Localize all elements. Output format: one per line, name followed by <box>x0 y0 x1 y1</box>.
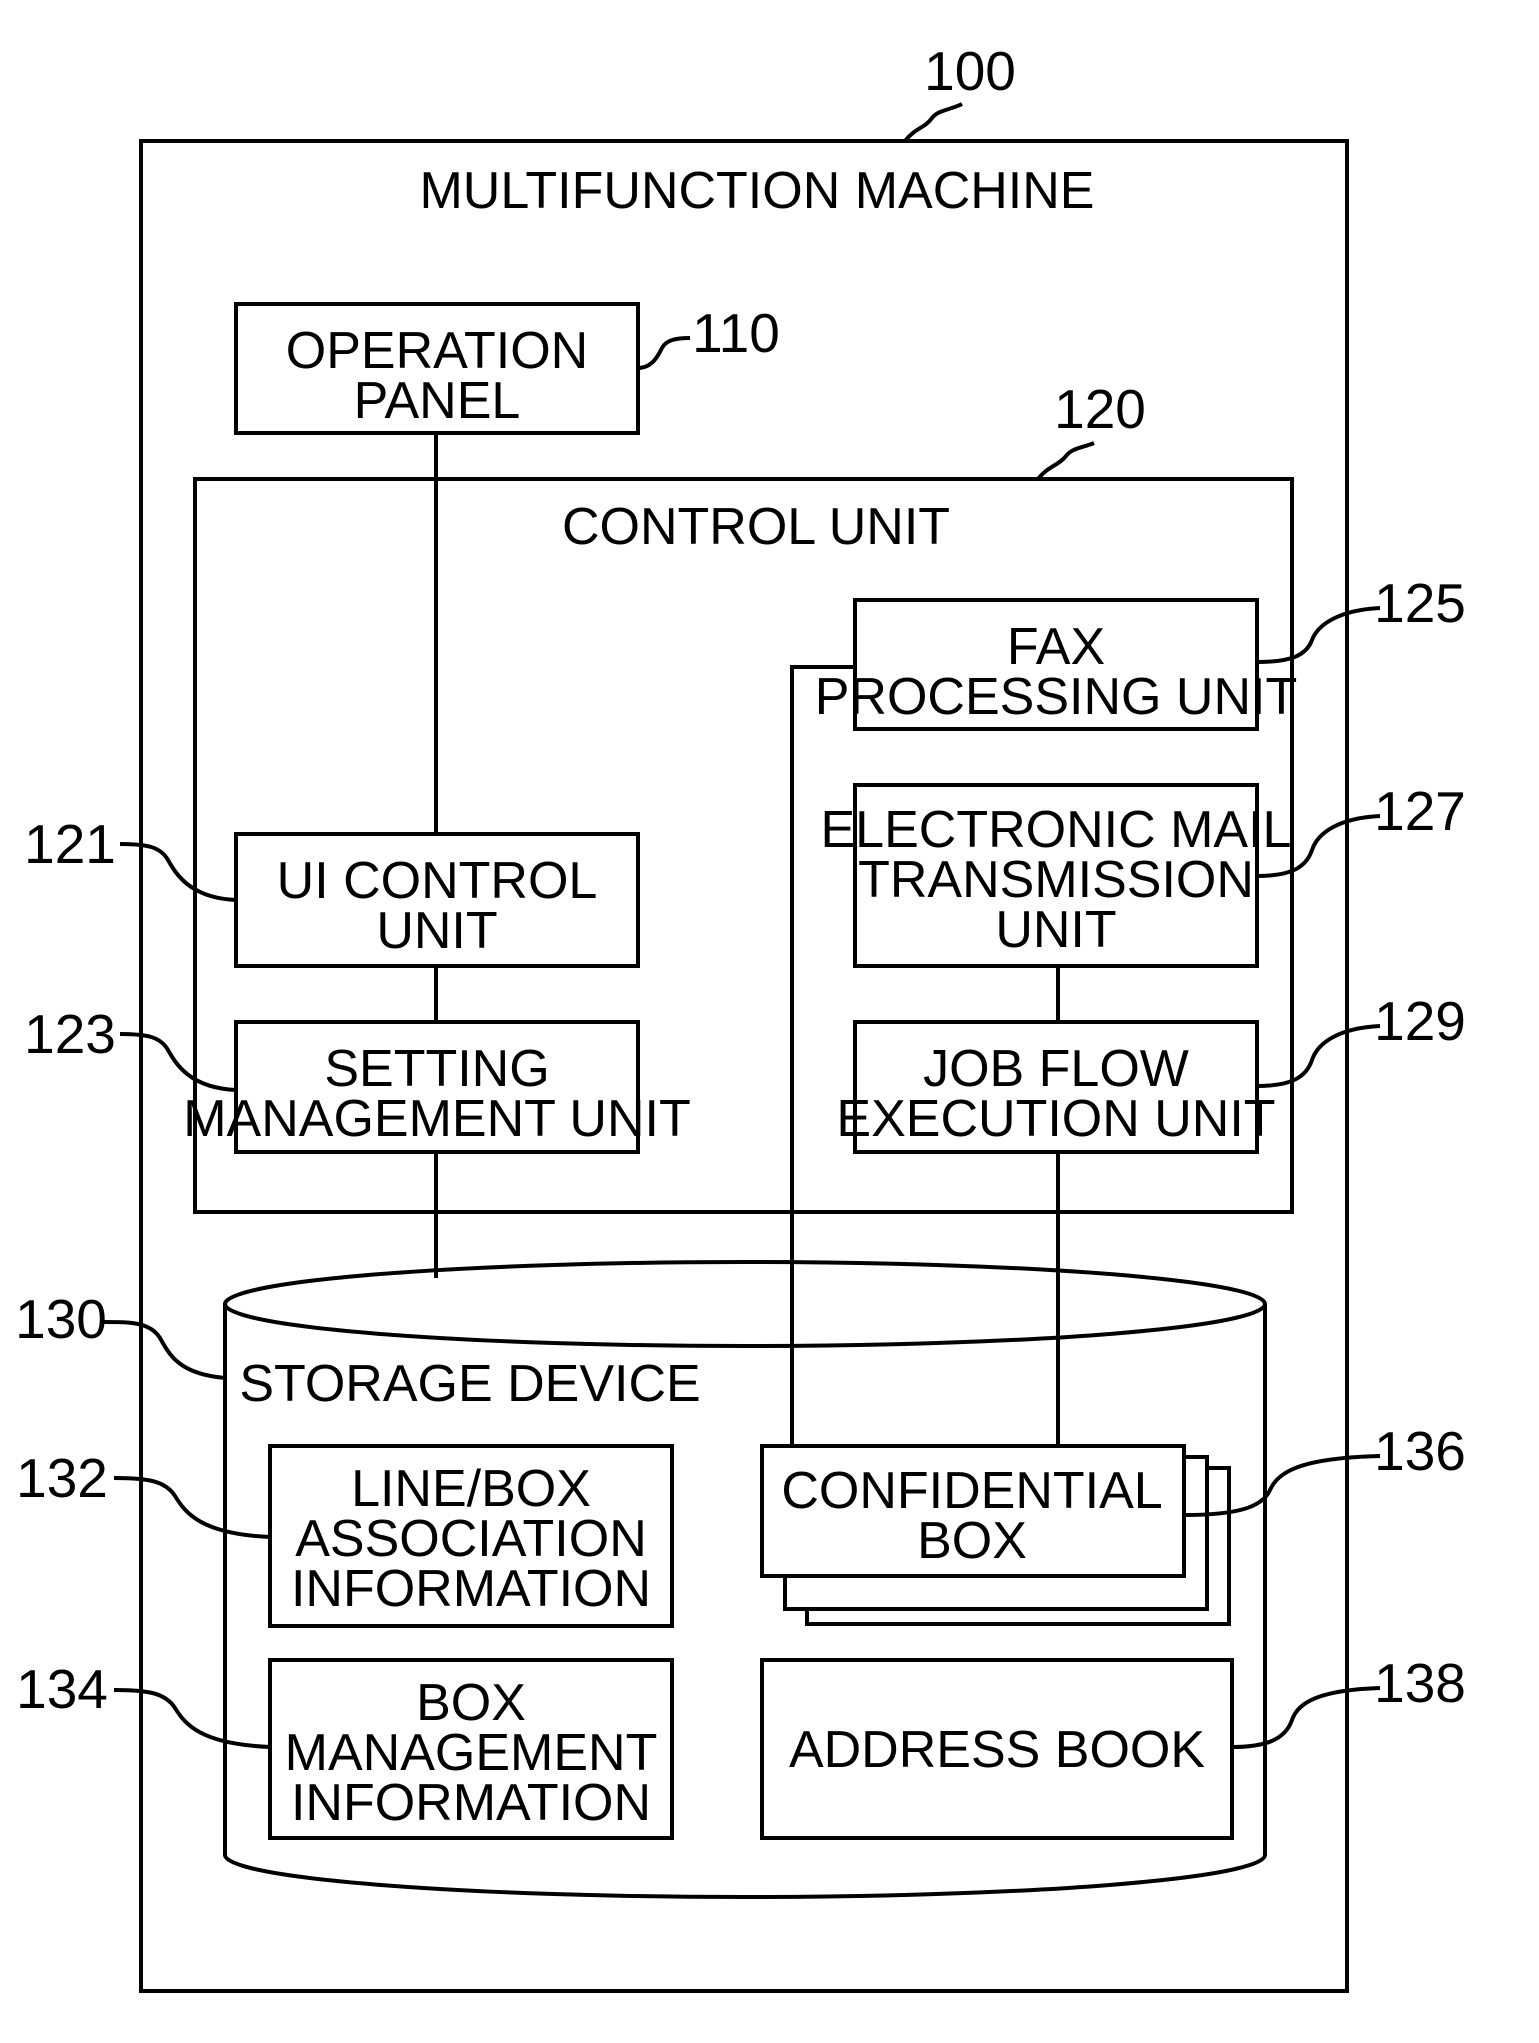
ref-121: 121 <box>24 813 116 875</box>
leader-120 <box>1038 443 1094 479</box>
ref-129: 129 <box>1374 990 1466 1052</box>
setting-management-unit: SETTING MANAGEMENT UNIT <box>183 1022 691 1152</box>
job-flow-execution-unit: JOB FLOW EXECUTION UNIT <box>836 1022 1275 1152</box>
ref-136: 136 <box>1374 1420 1466 1482</box>
ref-132: 132 <box>16 1447 108 1509</box>
ref-123: 123 <box>24 1003 116 1065</box>
leader-121 <box>120 844 236 900</box>
fax-processing-unit-label-line2: PROCESSING UNIT <box>815 668 1298 726</box>
ui-control-unit: UI CONTROL UNIT <box>236 834 638 966</box>
leader-110 <box>638 338 690 368</box>
control-unit-title: CONTROL UNIT <box>562 498 950 556</box>
setting-management-unit-label-line2: MANAGEMENT UNIT <box>183 1090 691 1148</box>
address-book-label: ADDRESS BOOK <box>789 1721 1205 1779</box>
leader-134 <box>114 1690 270 1747</box>
ref-100: 100 <box>924 40 1016 102</box>
line-box-association-information: LINE/BOX ASSOCIATION INFORMATION <box>270 1446 672 1626</box>
box-management-information: BOX MANAGEMENT INFORMATION <box>270 1660 672 1838</box>
ref-134: 134 <box>16 1658 108 1720</box>
email-transmission-unit: ELECTRONIC MAIL TRANSMISSION UNIT <box>821 785 1292 966</box>
email-transmission-unit-label-line3: UNIT <box>995 901 1116 959</box>
confidential-box: CONFIDENTIAL BOX <box>762 1446 1229 1624</box>
line-fax-to-confidential-box <box>792 667 855 1446</box>
confidential-box-label-line2: BOX <box>917 1512 1027 1570</box>
ref-110: 110 <box>692 302 780 364</box>
leader-125 <box>1257 608 1380 662</box>
ui-control-unit-label-line2: UNIT <box>376 902 497 960</box>
ref-125: 125 <box>1374 572 1466 634</box>
job-flow-execution-unit-label-line2: EXECUTION UNIT <box>836 1090 1275 1148</box>
leader-132 <box>114 1478 270 1537</box>
box-management-label-line3: INFORMATION <box>291 1774 651 1832</box>
address-book: ADDRESS BOOK <box>762 1660 1232 1838</box>
ref-130: 130 <box>15 1288 107 1350</box>
operation-panel-label-line2: PANEL <box>354 372 521 430</box>
leader-130 <box>104 1322 225 1378</box>
leader-100 <box>905 104 962 141</box>
multifunction-machine-title: MULTIFUNCTION MACHINE <box>419 162 1094 220</box>
operation-panel: OPERATION PANEL <box>236 304 638 433</box>
leader-129 <box>1257 1026 1380 1086</box>
leader-123 <box>120 1034 236 1090</box>
ref-120: 120 <box>1054 378 1146 440</box>
ref-138: 138 <box>1374 1652 1466 1714</box>
storage-device-title: STORAGE DEVICE <box>239 1355 700 1413</box>
line-box-association-label-line3: INFORMATION <box>291 1560 651 1618</box>
ref-127: 127 <box>1374 780 1466 842</box>
fax-processing-unit: FAX PROCESSING UNIT <box>815 600 1298 729</box>
leader-138 <box>1232 1688 1380 1747</box>
